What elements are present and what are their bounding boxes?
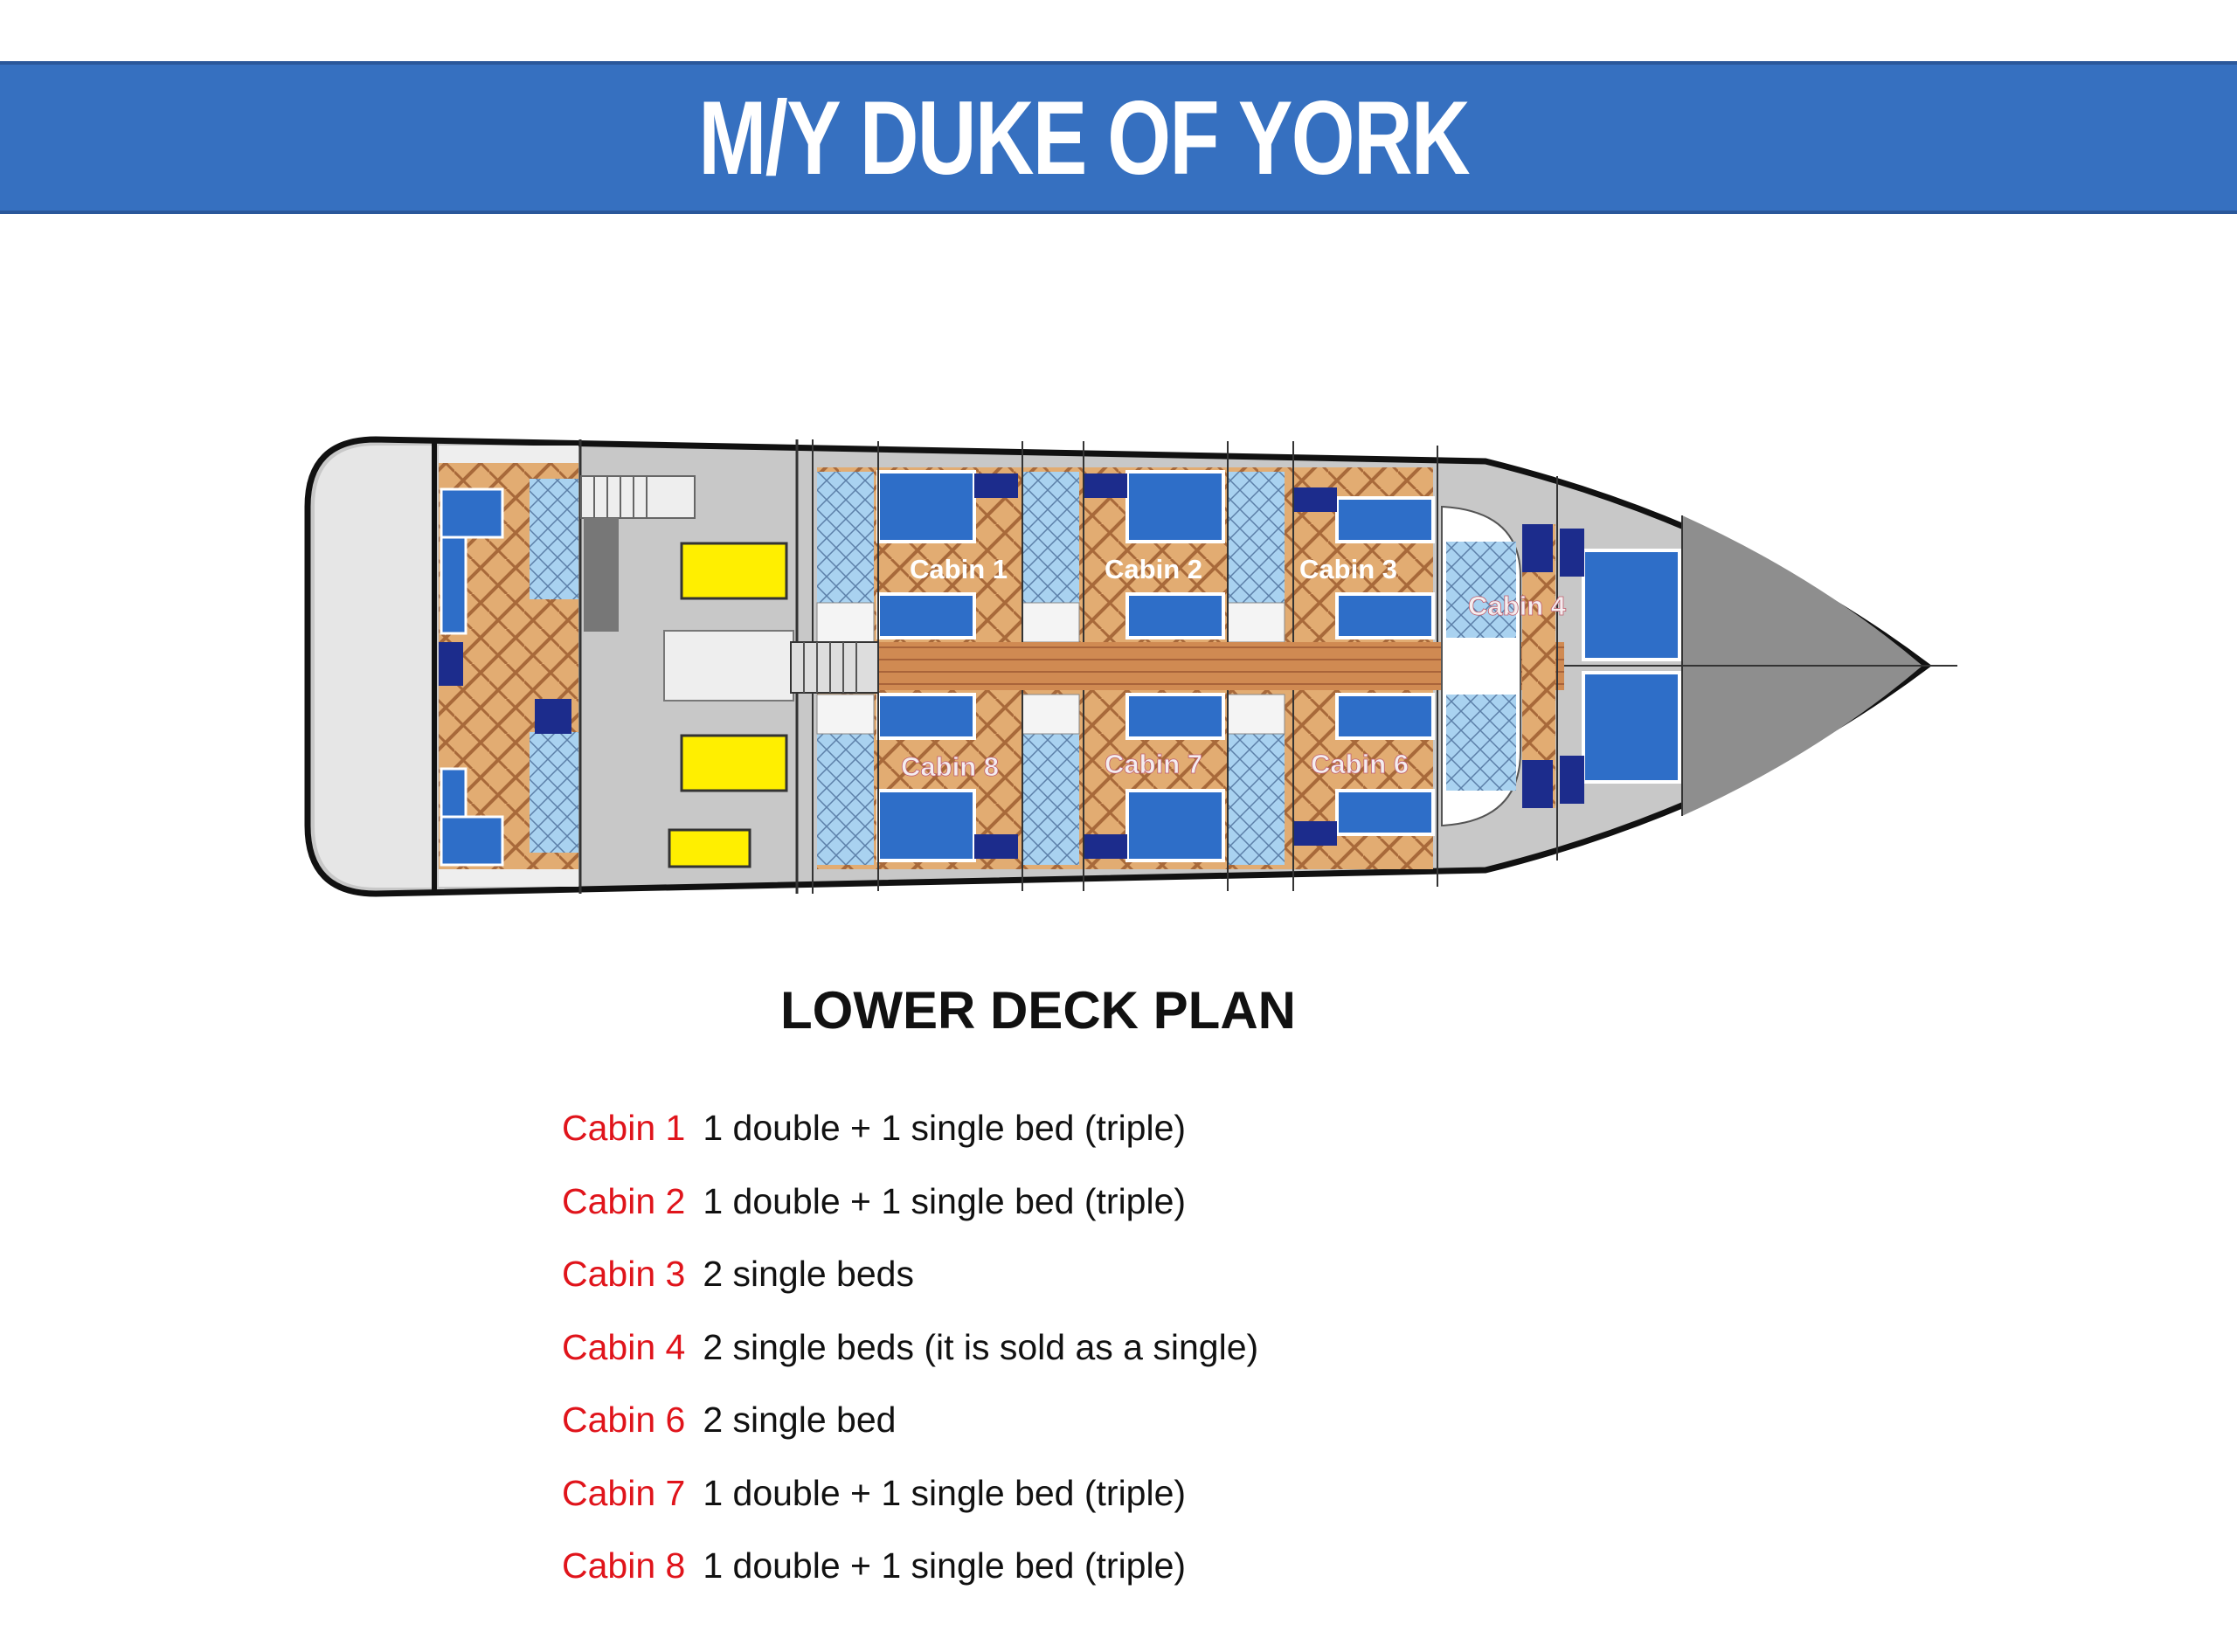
cabin-2-label: Cabin 2 (1105, 554, 1202, 584)
cabin-7-label: Cabin 7 (1105, 749, 1202, 779)
cabin-beds: 2 single beds (703, 1254, 914, 1295)
stairs (580, 475, 696, 519)
cabin-list-item: Cabin 6 2 single bed (562, 1384, 1258, 1457)
cabin-beds: 2 single beds (it is sold as a single) (703, 1326, 1259, 1367)
title-banner: M/Y DUKE OF YORK (0, 61, 2237, 214)
cabin-name: Cabin 7 (562, 1472, 686, 1513)
cabin-beds: 1 double + 1 single bed (triple) (703, 1545, 1187, 1586)
lower-deck-plan-drawing: Cabin 1 Cabin 2 Cabin 3 Cabin 4 Cabin 8 … (304, 436, 1957, 897)
hatch (680, 542, 788, 600)
cabin-name: Cabin 6 (562, 1400, 686, 1441)
cabin-list-item: Cabin 7 1 double + 1 single bed (triple) (562, 1457, 1258, 1531)
cabin-list-item: Cabin 4 2 single beds (it is sold as a si… (562, 1311, 1258, 1385)
cabin-4-label: Cabin 4 (1468, 591, 1567, 621)
cabin-list-item: Cabin 1 1 double + 1 single bed (triple) (562, 1092, 1258, 1165)
cabin-name: Cabin 4 (562, 1326, 686, 1367)
cabin-8-label: Cabin 8 (901, 751, 999, 782)
cabin-list-item: Cabin 8 1 double + 1 single bed (triple) (562, 1530, 1258, 1603)
yacht-title: M/Y DUKE OF YORK (698, 79, 1470, 197)
stern-area (315, 446, 433, 888)
cabin-name: Cabin 1 (562, 1108, 686, 1149)
cabin-beds: 1 double + 1 single bed (triple) (703, 1180, 1187, 1221)
cabin-list-item: Cabin 3 2 single beds (562, 1238, 1258, 1311)
cabin-list-item: Cabin 2 1 double + 1 single bed (triple) (562, 1165, 1258, 1239)
cabin-beds: 2 single bed (703, 1400, 897, 1441)
cabin-name: Cabin 2 (562, 1180, 686, 1221)
cabin-6-label: Cabin 6 (1311, 749, 1409, 779)
hatch (680, 734, 788, 792)
cabin-name: Cabin 8 (562, 1545, 686, 1586)
cabin-name: Cabin 3 (562, 1254, 686, 1295)
deck-plan-title: LOWER DECK PLAN (780, 981, 1296, 1040)
cabin-3-label: Cabin 3 (1299, 554, 1397, 584)
cabin-1-label: Cabin 1 (910, 554, 1008, 584)
cabin-beds: 1 double + 1 single bed (triple) (703, 1108, 1187, 1149)
guest-cabins (816, 467, 1435, 869)
cabin-beds: 1 double + 1 single bed (triple) (703, 1472, 1187, 1513)
hatch (668, 828, 751, 868)
